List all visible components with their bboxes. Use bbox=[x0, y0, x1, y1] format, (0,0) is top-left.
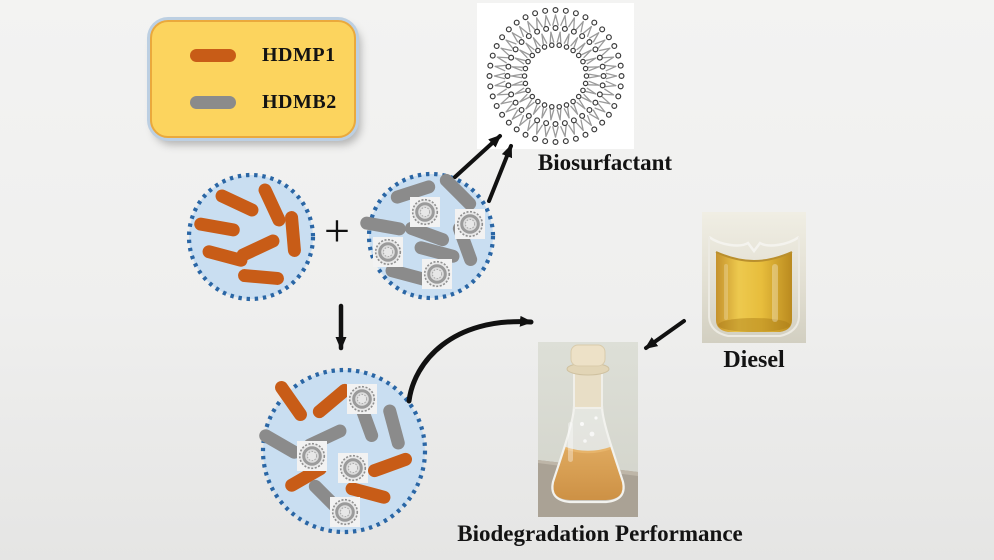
orange-bacterium-rod bbox=[275, 380, 307, 422]
arrow-diesel-to-flask bbox=[644, 319, 686, 350]
micelle-icon bbox=[410, 197, 440, 227]
hdmb2-rod-swatch bbox=[190, 96, 236, 109]
legend-row-hdmb2: HDMB2 bbox=[190, 91, 354, 114]
micelle-heads-ring bbox=[486, 6, 625, 146]
arrow-curved-to-flask bbox=[406, 315, 534, 404]
orange-bacterium-rod bbox=[345, 482, 391, 504]
legend-box: HDMP1 HDMB2 bbox=[150, 20, 356, 138]
hdmp1-rod-swatch bbox=[190, 49, 236, 62]
gray-bacterium-rod bbox=[353, 397, 379, 443]
arrow-to-biosurfactant-2 bbox=[487, 144, 513, 203]
biodegradation-flask-photo bbox=[538, 342, 638, 517]
orange-bacterium-rod bbox=[312, 383, 352, 419]
hdmp1-culture-circle bbox=[186, 172, 316, 302]
gray-bacterium-rod bbox=[383, 404, 405, 450]
diesel-beaker-drawing bbox=[702, 212, 806, 343]
gray-bacterium-rod bbox=[439, 173, 477, 211]
diesel-label: Diesel bbox=[723, 347, 785, 373]
gray-bacterium-rod bbox=[308, 479, 346, 517]
gray-bacterium-rod bbox=[303, 424, 347, 452]
gray-bacterium-rod bbox=[385, 264, 431, 286]
orange-bacterium-rod bbox=[215, 189, 259, 217]
micelle-bilayer-drawing bbox=[486, 6, 625, 146]
gray-bacterium-rod bbox=[390, 180, 436, 204]
orange-bacterium-rod bbox=[258, 183, 286, 227]
orange-bacterium-rod bbox=[367, 452, 413, 478]
orange-bacterium-rod bbox=[285, 462, 327, 492]
micelle-icon bbox=[330, 497, 360, 527]
gray-bacterium-rod bbox=[404, 221, 450, 247]
biosurfactant-micelle-image bbox=[477, 3, 634, 149]
legend-label-hdmp1: HDMP1 bbox=[262, 44, 336, 66]
micelle-icon bbox=[455, 209, 485, 239]
orange-bacterium-rod bbox=[202, 245, 248, 267]
micelle-icon bbox=[338, 453, 368, 483]
micelle-heads-ring bbox=[521, 42, 590, 110]
micelle-heads-ring bbox=[504, 25, 607, 127]
plus-sign: + bbox=[324, 205, 350, 256]
orange-bacterium-rod bbox=[194, 217, 240, 237]
gray-bacterium-rod bbox=[452, 221, 478, 267]
mixed-consortium-circle bbox=[259, 367, 428, 535]
legend-row-hdmp1: HDMP1 bbox=[190, 44, 354, 67]
orange-bacterium-rod bbox=[285, 211, 301, 257]
micelle-icon bbox=[422, 259, 452, 289]
orange-bacterium-rod bbox=[238, 269, 284, 285]
biosurfactant-label: Biosurfactant bbox=[537, 150, 673, 175]
gray-bacterium-rod bbox=[414, 241, 460, 263]
legend-label-hdmb2: HDMB2 bbox=[262, 91, 337, 113]
micelle-tails-ring bbox=[510, 31, 601, 121]
orange-bacterium-rod bbox=[236, 234, 280, 262]
gray-bacterium-rod bbox=[360, 216, 406, 236]
erlenmeyer-flask-drawing bbox=[538, 342, 638, 517]
micelle-icon bbox=[373, 237, 403, 267]
gray-bacterium-rod bbox=[259, 429, 301, 459]
diesel-beaker-photo bbox=[702, 212, 806, 343]
micelle-icon bbox=[347, 384, 377, 414]
micelle-tails-ring bbox=[493, 14, 618, 138]
hdmb2-culture-circle bbox=[360, 171, 496, 301]
biodegradation-performance-label: Biodegradation Performance bbox=[457, 521, 743, 546]
micelle-icon bbox=[297, 441, 327, 471]
